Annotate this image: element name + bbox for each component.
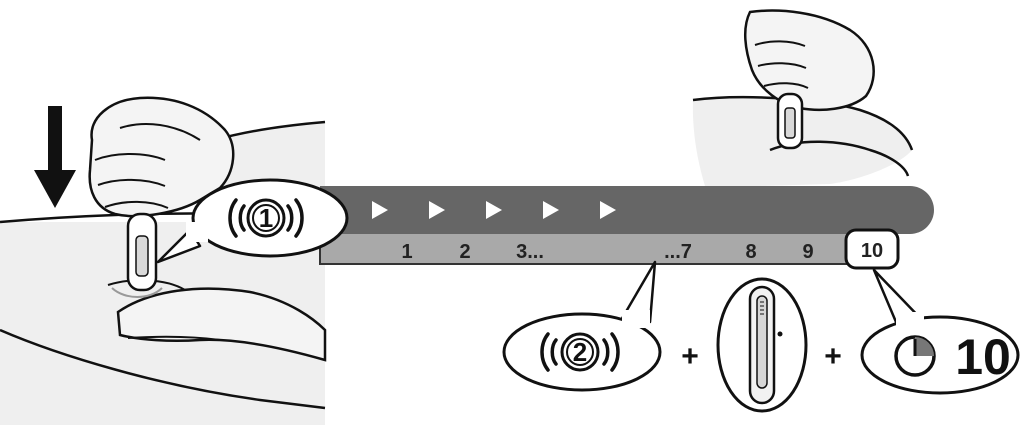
click-sound-icon (228, 198, 304, 238)
tick-label: 9 (802, 241, 813, 263)
second-click-number: 2 (573, 337, 587, 367)
second-click-bubble: 2 (502, 260, 662, 392)
progress-arrow-icon (372, 201, 388, 219)
tick-label: 2 (459, 241, 470, 263)
press-down-arrow-icon (34, 106, 76, 208)
progress-arrow-icon (429, 201, 445, 219)
plus-sign: + (824, 340, 842, 373)
final-count-label: 10 (861, 240, 883, 262)
inspection-window-icon (748, 285, 783, 405)
timeline-labels: 1 2 3... ...7 8 9 (401, 241, 813, 263)
tick-label: 3... (516, 241, 544, 263)
click-sound-icon (540, 332, 620, 372)
first-click-number: 1 (259, 203, 273, 233)
hold-seconds-number: 10 (955, 329, 1011, 385)
pen-window-bubble (716, 277, 808, 413)
plus-sign: + (681, 340, 699, 373)
progress-arrow-icon (486, 201, 502, 219)
tick-label: 1 (401, 241, 412, 263)
progress-arrows (372, 201, 616, 219)
first-click-bubble: 1 (156, 178, 349, 264)
clock-icon (894, 335, 936, 377)
tick-label: ...7 (664, 241, 692, 263)
progress-arrow-icon (543, 201, 559, 219)
final-count-badge: 10 (844, 228, 900, 270)
tick-label: 8 (745, 241, 756, 263)
hold-ten-seconds-bubble: 10 (860, 268, 1020, 395)
progress-arrow-icon (600, 201, 616, 219)
pen-removal-scene (692, 9, 914, 186)
timeline-bar (319, 186, 934, 265)
